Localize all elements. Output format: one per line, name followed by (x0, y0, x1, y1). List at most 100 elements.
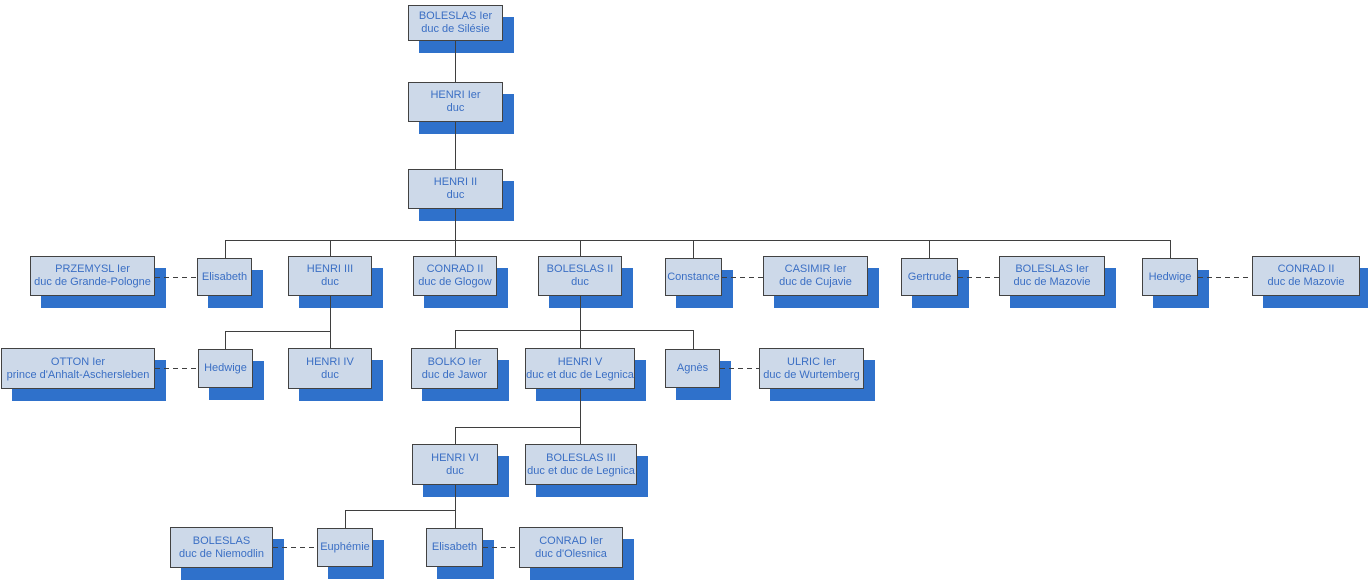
node-henri-ii: HENRI II duc (408, 169, 503, 209)
node-boleslas-niemodlin: BOLESLAS duc de Niemodlin (170, 527, 273, 568)
node-name-label: BOLKO Ier (427, 355, 482, 368)
node-title-label: duc de Niemodlin (179, 547, 264, 560)
marriage-line (958, 277, 999, 278)
node-conrad-ier-olesnica: CONRAD Ier duc d'Olesnica (519, 527, 623, 568)
node-boleslas-iii: BOLESLAS III duc et duc de Legnica (525, 444, 637, 485)
connector-line (693, 240, 694, 258)
node-title-label: duc de Cujavie (779, 276, 852, 288)
node-title-label: duc (571, 276, 589, 288)
marriage-line (1198, 277, 1252, 278)
node-name-label: HENRI II (433, 176, 478, 188)
connector-line (455, 330, 456, 348)
node-title-label: duc et duc de Legnica (527, 464, 635, 477)
connector-line (455, 209, 456, 240)
node-henri-iv: HENRI IV duc (288, 348, 372, 389)
marriage-line (722, 277, 763, 278)
connector-line (455, 330, 694, 331)
node-title-label: duc de Jawor (421, 368, 488, 381)
node-name-label: Hedwige (204, 362, 247, 374)
connector-line (225, 331, 226, 349)
node-title-label: duc de Mazovie (1267, 276, 1345, 288)
node-bolko-ier: BOLKO Ier duc de Jawor (411, 348, 498, 389)
node-title-label: duc de Silésie (421, 23, 490, 35)
node-name-label: CASIMIR Ier (784, 263, 847, 275)
connector-line (580, 427, 581, 444)
connector-line (345, 510, 346, 528)
node-elisabeth-2: Elisabeth (426, 528, 483, 567)
node-name-label: Hedwige (1148, 270, 1192, 283)
node-title-label: duc de Grande-Pologne (34, 276, 151, 288)
node-name-label: HENRI Ier (430, 89, 481, 101)
connector-line (580, 389, 581, 427)
node-przemysl-ier: PRZEMYSL Ier duc de Grande-Pologne (30, 256, 155, 296)
connector-line (580, 296, 581, 330)
node-henri-iii: HENRI III duc (288, 256, 372, 296)
node-name-label: BOLESLAS III (546, 451, 616, 464)
connector-line (455, 41, 456, 82)
connector-line (580, 240, 581, 256)
node-henri-vi: HENRI VI duc (412, 444, 498, 485)
node-boleslas-ier-silesie: BOLESLAS Ier duc de Silésie (408, 5, 503, 41)
node-henri-ier: HENRI Ier duc (408, 82, 503, 122)
node-boleslas-ii: BOLESLAS II duc (538, 256, 622, 296)
node-name-label: Constance (667, 270, 720, 283)
node-boleslas-ier-mazovie: BOLESLAS Ier duc de Mazovie (999, 256, 1105, 296)
node-ulric-ier: ULRIC Ier duc de Wurtemberg (759, 348, 864, 389)
node-title-label: duc (321, 276, 339, 288)
node-name-label: ULRIC Ier (787, 355, 836, 368)
connector-line (455, 510, 456, 528)
node-name-label: BOLESLAS (192, 534, 251, 547)
node-name-label: PRZEMYSL Ier (55, 263, 130, 275)
connector-line (455, 240, 456, 256)
connector-line (455, 122, 456, 169)
connector-line (225, 331, 331, 332)
node-title-label: duc (446, 102, 465, 114)
connector-line (929, 240, 930, 258)
node-title-label: duc (321, 368, 339, 381)
connector-line (693, 330, 694, 349)
node-name-label: Elisabeth (201, 270, 248, 283)
node-conrad-ii-mazovie: CONRAD II duc de Mazovie (1252, 256, 1360, 296)
node-name-label: CONRAD II (426, 263, 484, 275)
node-constance: Constance (665, 258, 722, 296)
node-title-label: duc de Wurtemberg (763, 368, 860, 381)
marriage-line (155, 277, 197, 278)
node-henri-v: HENRI V duc et duc de Legnica (525, 348, 635, 389)
node-elisabeth-1: Elisabeth (197, 258, 252, 296)
node-name-label: BOLESLAS II (546, 263, 614, 275)
connector-line (330, 240, 331, 256)
node-title-label: duc (446, 189, 465, 201)
marriage-line (273, 547, 317, 548)
marriage-line (155, 368, 198, 369)
connector-line (345, 510, 456, 511)
connector-line (455, 427, 456, 444)
node-gertrude: Gertrude (901, 258, 958, 296)
node-name-label: OTTON Ier (50, 355, 106, 368)
connector-line (225, 240, 226, 258)
node-title-label: duc et duc de Legnica (526, 368, 634, 381)
node-name-label: Gertrude (907, 270, 952, 283)
node-name-label: BOLESLAS Ier (418, 10, 493, 22)
node-title-label: duc d'Olesnica (535, 547, 607, 560)
node-otton-ier: OTTON Ier prince d'Anhalt-Aschersleben (1, 348, 155, 389)
node-title-label: duc (446, 464, 464, 477)
node-agnes: Agnès (665, 349, 720, 388)
node-conrad-ii-glogow: CONRAD II duc de Glogow (413, 256, 497, 296)
node-name-label: Elisabeth (431, 541, 478, 553)
connector-line (455, 427, 581, 428)
node-name-label: HENRI III (306, 263, 354, 275)
node-name-label: Euphémie (320, 541, 370, 553)
connector-line (225, 240, 1171, 241)
node-title-label: duc de Mazovie (1013, 276, 1091, 288)
connector-line (580, 330, 581, 348)
node-hedwige-2: Hedwige (198, 349, 253, 388)
node-name-label: Agnès (676, 362, 709, 374)
node-title-label: duc de Glogow (418, 276, 492, 288)
marriage-line (483, 547, 519, 548)
node-name-label: CONRAD II (1277, 263, 1335, 275)
connector-line (455, 485, 456, 510)
node-euphemie: Euphémie (317, 528, 373, 567)
node-name-label: HENRI VI (431, 451, 479, 464)
node-name-label: HENRI IV (306, 355, 354, 368)
